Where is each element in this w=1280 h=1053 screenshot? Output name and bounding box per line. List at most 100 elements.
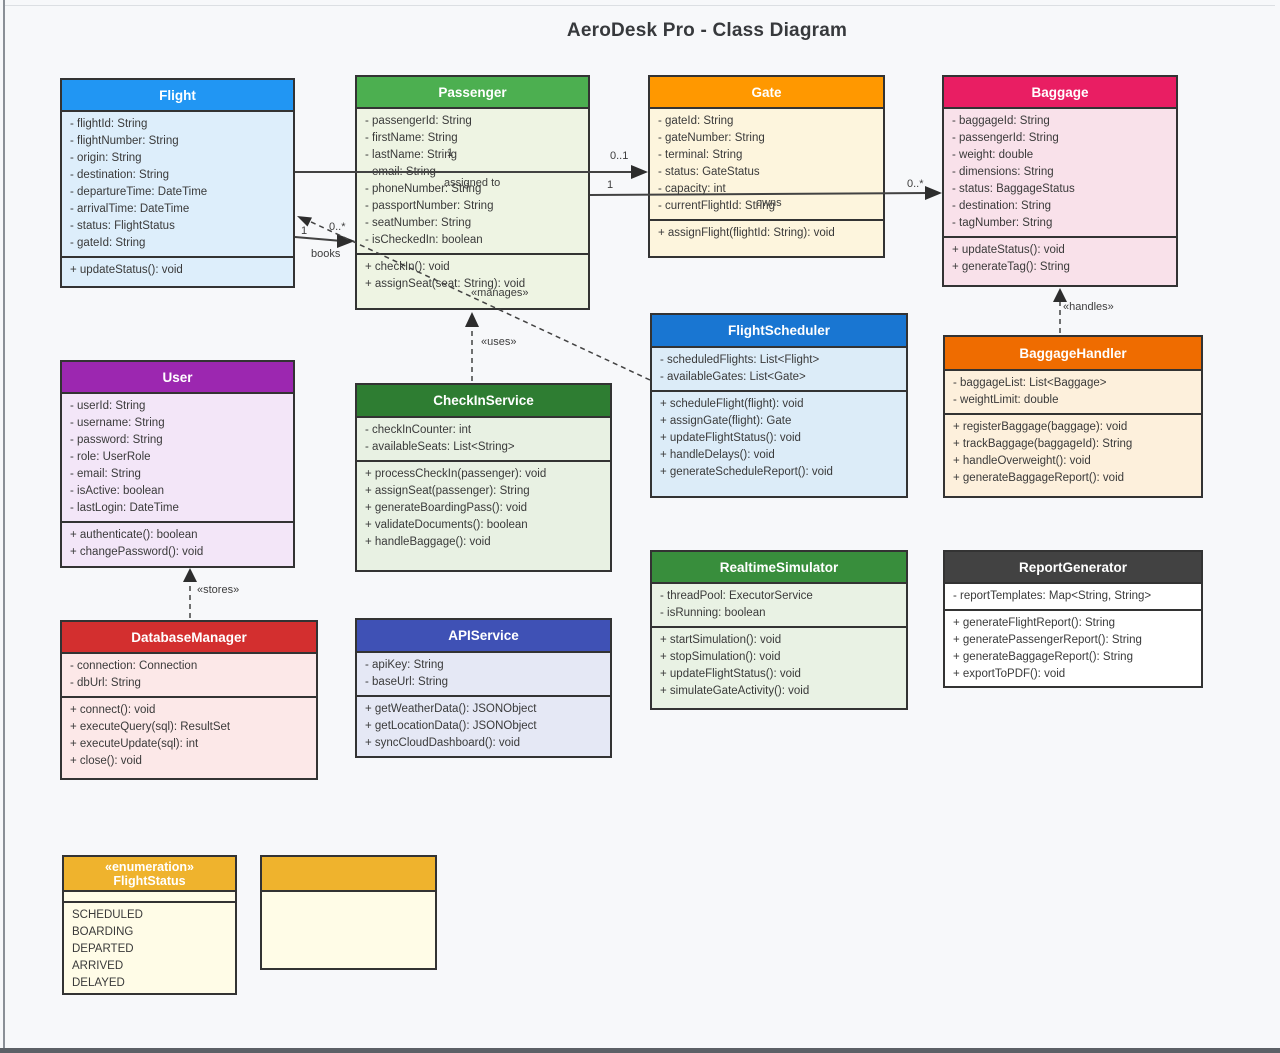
attribute: - dimensions: String — [952, 166, 1054, 178]
method: + getWeatherData(): JSONObject — [365, 703, 537, 715]
arrowhead-uses — [465, 312, 479, 327]
method: + assignSeat(passenger): String — [365, 485, 530, 497]
class-checkinservice[interactable]: CheckInService - checkInCounter: int - a… — [355, 383, 612, 572]
class-databasemanager-title: DatabaseManager — [62, 622, 316, 654]
relation-label-manages: «manages» — [471, 287, 529, 299]
attribute: - destination: String — [952, 200, 1052, 212]
arrowhead-handles — [1053, 288, 1067, 302]
attribute: - lastLogin: DateTime — [70, 502, 179, 514]
attribute: - isActive: boolean — [70, 485, 164, 497]
enum-title: FlightStatus — [113, 873, 186, 888]
attribute: - username: String — [70, 417, 165, 429]
method: + stopSimulation(): void — [660, 651, 781, 663]
method: + handleBaggage(): void — [365, 536, 491, 548]
method: + updateFlightStatus(): void — [660, 432, 801, 444]
class-databasemanager[interactable]: DatabaseManager - connection: Connection… — [60, 620, 318, 780]
page-border-bottom — [0, 1048, 1280, 1053]
attribute: - tagNumber: String — [952, 217, 1053, 229]
class-gate[interactable]: Gate - gateId: String - gateNumber: Stri… — [648, 75, 885, 258]
method: + handleDelays(): void — [660, 449, 775, 461]
method: + syncCloudDashboard(): void — [365, 737, 521, 749]
method: + updateStatus(): void — [952, 244, 1065, 256]
attribute: - passengerId: String — [365, 115, 472, 127]
attribute: - availableSeats: List<String> — [365, 441, 515, 453]
class-baggage[interactable]: Baggage - baggageId: String - passengerI… — [942, 75, 1178, 287]
attribute: - baggageId: String — [952, 115, 1050, 127]
page-border-top — [3, 5, 1275, 6]
method: + generateBaggageReport(): void — [953, 472, 1125, 484]
attribute: - status: BaggageStatus — [952, 183, 1075, 195]
attribute: - terminal: String — [658, 149, 743, 161]
attribute: - lastName: String — [365, 149, 458, 161]
method: + validateDocuments(): boolean — [365, 519, 528, 531]
class-flightscheduler[interactable]: FlightScheduler - scheduledFlights: List… — [650, 313, 908, 498]
class-passenger[interactable]: Passenger - passengerId: String - firstN… — [355, 75, 590, 310]
class-user-title: User — [62, 362, 293, 394]
class-reportgenerator[interactable]: ReportGenerator - reportTemplates: Map<S… — [943, 550, 1203, 688]
class-realtimesimulator-title: RealtimeSimulator — [652, 552, 906, 584]
method: + generateFlightReport(): String — [953, 617, 1116, 629]
method: + close(): void — [70, 755, 142, 767]
empty-class-header — [262, 857, 435, 892]
attribute: - destination: String — [70, 169, 170, 181]
method: + updateFlightStatus(): void — [660, 668, 801, 680]
relation-label-assigned-to: assigned to — [444, 177, 501, 189]
relation-label-books: books — [311, 248, 341, 260]
attribute: - weightLimit: double — [953, 394, 1059, 406]
method: + exportToPDF(): void — [953, 668, 1066, 680]
method: + startSimulation(): void — [660, 634, 782, 646]
enum-value: DEPARTED — [72, 943, 134, 955]
attribute: - threadPool: ExecutorService — [660, 590, 813, 602]
diagram-title: AeroDesk Pro - Class Diagram — [566, 20, 848, 41]
method: + checkIn(): void — [365, 261, 450, 273]
method: + getLocationData(): JSONObject — [365, 720, 537, 732]
method: + generateBoardingPass(): void — [365, 502, 528, 514]
class-reportgenerator-title: ReportGenerator — [945, 552, 1201, 584]
arrowhead-stores — [183, 568, 197, 582]
attribute: - availableGates: List<Gate> — [660, 371, 806, 383]
attribute: - origin: String — [70, 152, 142, 164]
enum-flightstatus[interactable]: «enumeration» FlightStatus SCHEDULED BOA… — [62, 855, 237, 995]
multiplicity-books-target: 0..* — [329, 221, 346, 233]
attribute: - phoneNumber: String — [365, 183, 482, 195]
relation-label-uses: «uses» — [481, 336, 517, 348]
method: + processCheckIn(passenger): void — [365, 468, 547, 480]
arrowhead-books — [337, 234, 355, 248]
multiplicity-books-source: 1 — [301, 225, 308, 237]
enum-value: BOARDING — [72, 926, 134, 938]
class-passenger-title: Passenger — [357, 77, 588, 109]
relation-label-stores: «stores» — [197, 584, 240, 596]
attribute: - reportTemplates: Map<String, String> — [953, 590, 1152, 602]
method: + connect(): void — [70, 704, 156, 716]
attribute: - dbUrl: String — [70, 677, 141, 689]
attribute: - gateId: String — [70, 237, 146, 249]
attribute: - gateId: String — [658, 115, 734, 127]
relation-label-owns: owns — [756, 197, 782, 209]
method: + assignGate(flight): Gate — [660, 415, 792, 427]
method: + generatePassengerReport(): String — [953, 634, 1142, 646]
method: + trackBaggage(baggageId): String — [953, 438, 1133, 450]
attribute: - checkInCounter: int — [365, 424, 472, 436]
class-flight[interactable]: Flight - flightId: String - flightNumber… — [60, 78, 295, 288]
relation-label-handles: «handles» — [1063, 301, 1114, 313]
method: + registerBaggage(baggage): void — [953, 421, 1128, 433]
association-books-line — [294, 236, 343, 242]
method: + changePassword(): void — [70, 546, 204, 558]
method: + executeUpdate(sql): int — [70, 738, 199, 750]
attribute: - firstName: String — [365, 132, 458, 144]
class-user[interactable]: User - userId: String - username: String… — [60, 360, 295, 568]
attribute: - currentFlightId: String — [658, 200, 775, 212]
class-flightscheduler-title: FlightScheduler — [652, 315, 906, 348]
attribute: - capacity: int — [658, 183, 726, 195]
enum-stereotype: «enumeration» — [105, 859, 194, 874]
class-realtimesimulator[interactable]: RealtimeSimulator - threadPool: Executor… — [650, 550, 908, 710]
arrowhead-owns — [925, 186, 942, 200]
class-apiservice-title: APIService — [357, 620, 610, 653]
class-apiservice[interactable]: APIService - apiKey: String - baseUrl: S… — [355, 618, 612, 758]
empty-class-box[interactable] — [260, 855, 437, 970]
multiplicity-owns-target: 0..* — [907, 178, 924, 190]
attribute: - flightId: String — [70, 118, 148, 130]
class-baggagehandler[interactable]: BaggageHandler - baggageList: List<Bagga… — [943, 335, 1203, 498]
enum-value: ARRIVED — [72, 960, 124, 972]
